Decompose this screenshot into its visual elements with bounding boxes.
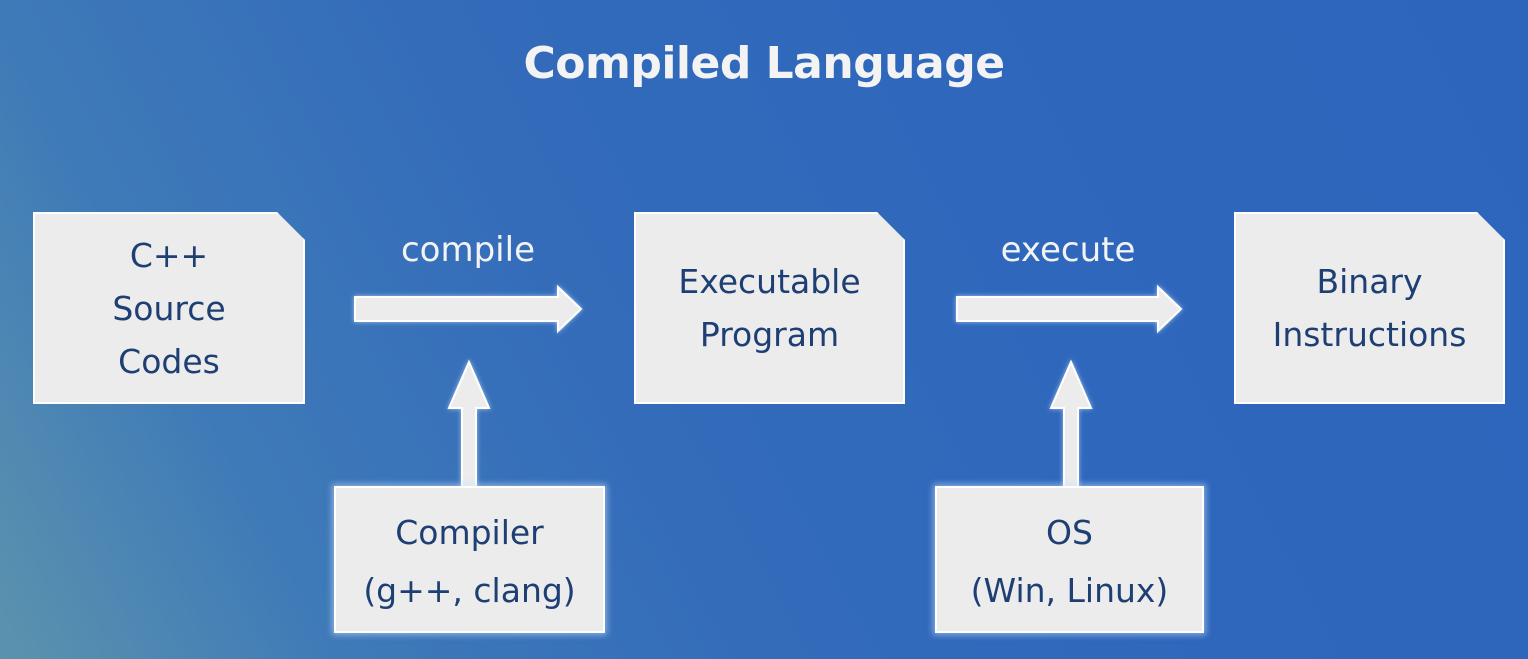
os-line-1: OS (1046, 512, 1093, 552)
compiler-up-arrow (447, 359, 491, 489)
diagram-title: Compiled Language (523, 38, 1005, 89)
source-line-3: Codes (118, 341, 220, 381)
executable-line-1: Executable (678, 262, 861, 301)
compiler-line-2: (g++, clang) (363, 570, 576, 610)
os-line-2: (Win, Linux) (970, 570, 1169, 610)
source-line-2: Source (112, 288, 226, 328)
compile-label: compile (400, 230, 535, 270)
compiler-box: Compiler (g++, clang) (334, 486, 605, 633)
execute-label: execute (1000, 230, 1136, 270)
source-code-box: C++ Source Codes (33, 212, 305, 404)
os-up-arrow (1049, 359, 1093, 489)
binary-line-2: Instructions (1272, 315, 1467, 354)
binary-instructions-box: Binary Instructions (1234, 212, 1505, 404)
binary-line-1: Binary (1316, 262, 1423, 301)
compile-arrow (354, 284, 583, 334)
compiler-line-1: Compiler (395, 512, 544, 552)
source-line-1: C++ (129, 235, 209, 275)
os-box: OS (Win, Linux) (935, 486, 1204, 633)
execute-arrow (956, 284, 1183, 334)
executable-program-box: Executable Program (634, 212, 905, 404)
executable-line-2: Program (699, 315, 840, 354)
